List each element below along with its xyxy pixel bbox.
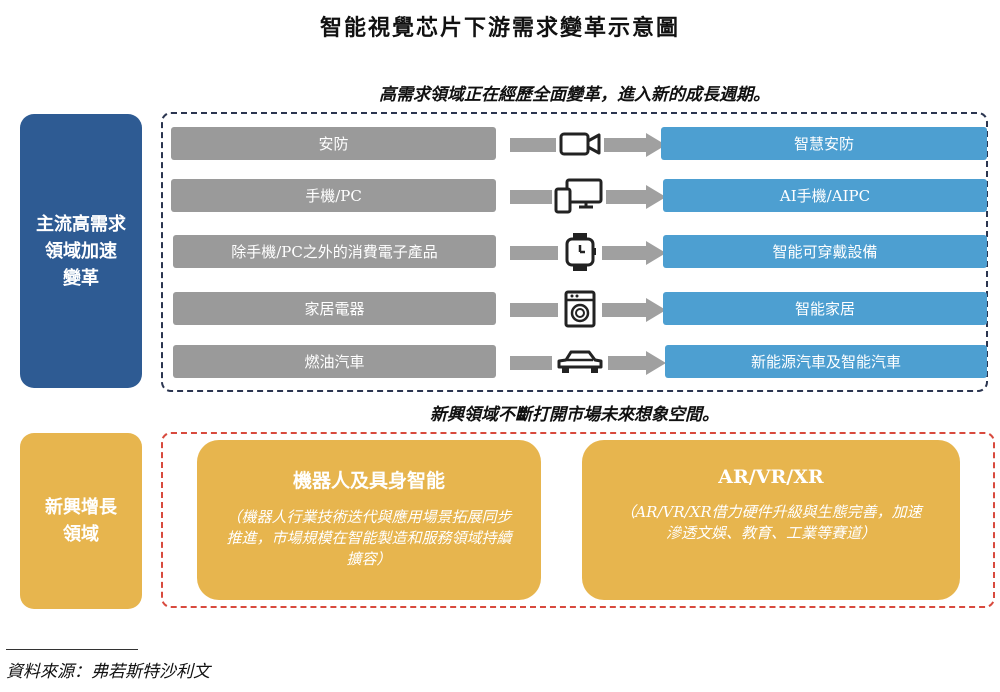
blue-section-label: 主流高需求 領域加速 變革 (20, 114, 142, 388)
page-title: 智能視覺芯片下游需求變革示意圖 (319, 16, 680, 41)
transformation-frame (161, 112, 988, 392)
row-from-security: 安防 (171, 127, 496, 160)
car-icon (552, 344, 608, 380)
emerging-card-ar-vr-xr: AR/VR/XR （AR/VR/XR借力硬件升級與生態完善，加速 滲透文娛、教育… (582, 440, 960, 600)
emerging-frame (161, 432, 995, 608)
video-camera-icon (556, 125, 604, 163)
row-to-smart-security: 智慧安防 (661, 127, 987, 160)
row-from-consumer-electronics: 除手機/PC之外的消費電子產品 (173, 235, 496, 268)
row-to-wearables: 智能可穿戴設備 (663, 235, 987, 268)
row-to-ai-phone-pc: AI手機/AIPC (663, 179, 987, 212)
emerging-card-desc: （機器人行業技術迭代與應用場景拓展同步 推進，市場規模在智能製造和服務領域持續 … (226, 508, 512, 568)
row-to-nev-smart-vehicle: 新能源汽車及智能汽車 (665, 345, 987, 378)
row-from-home-appliances: 家居電器 (173, 292, 496, 325)
source-note: 資料來源：弗若斯特沙利文 (6, 662, 210, 682)
source-divider (6, 649, 138, 650)
smartwatch-icon (558, 230, 602, 274)
emerging-card-robotics: 機器人及具身智能 （機器人行業技術迭代與應用場景拓展同步 推進，市場規模在智能製… (197, 440, 541, 600)
upper-caption: 高需求領域正在經歷全面變革，進入新的成長週期。 (379, 85, 770, 105)
emerging-card-title: 機器人及具身智能 (292, 470, 445, 492)
washing-machine-icon (558, 287, 602, 331)
gold-section-label: 新興增長 領域 (20, 433, 142, 609)
row-to-smart-home: 智能家居 (663, 292, 987, 325)
lower-caption: 新興領域不斷打開市場未來想象空間。 (430, 405, 719, 425)
row-from-fuel-vehicle: 燃油汽車 (173, 345, 496, 378)
emerging-card-title: AR/VR/XR (718, 466, 824, 488)
row-from-phone-pc: 手機/PC (171, 179, 496, 212)
phone-monitor-icon (552, 176, 606, 216)
emerging-card-desc: （AR/VR/XR借力硬件升級與生態完善，加速 滲透文娛、教育、工業等賽道） (620, 503, 922, 542)
